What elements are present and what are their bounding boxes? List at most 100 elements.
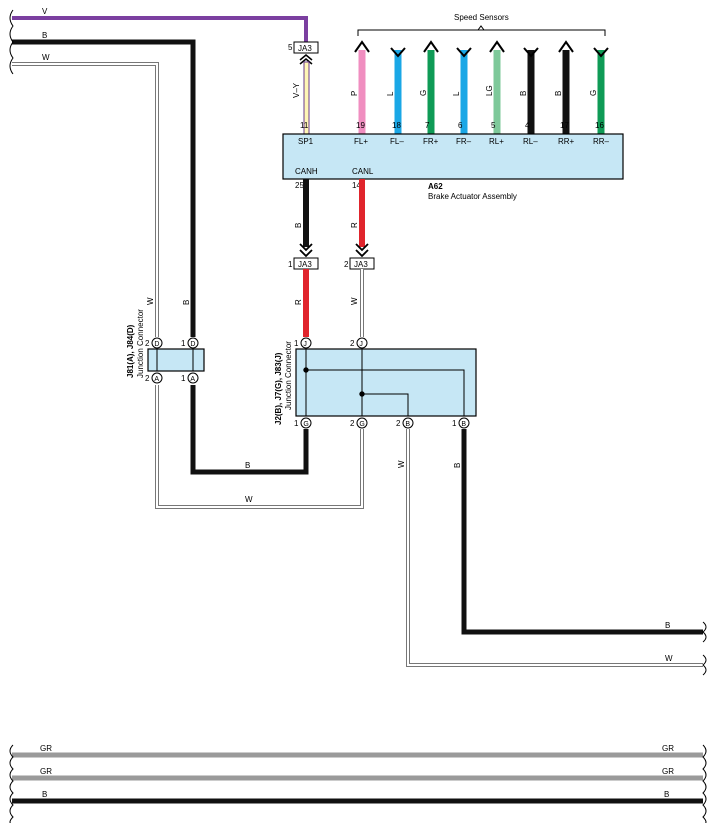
assembly-pin-num-1: 19: [356, 121, 365, 130]
ja3-lower-2-pin: 2: [344, 260, 349, 269]
assembly-pin-num-4: 6: [458, 121, 463, 130]
canh-wire-label: B: [294, 223, 303, 228]
canl-pin-name: CANL: [352, 167, 374, 176]
canh-pin-name: CANH: [295, 167, 318, 176]
j-right-bot-2-ring: [402, 417, 414, 429]
j-left-box: [147, 348, 205, 372]
bus-gr-1-label-right: GR: [662, 744, 674, 753]
sensor-arrow-up-1: [354, 40, 370, 53]
j-right-top-1-ring: [356, 337, 368, 349]
sensor-wire-1: [358, 50, 366, 134]
j-right-bot-3-letter: B: [461, 421, 466, 428]
j-right-internal: [303, 349, 465, 416]
assembly-pin-num-0: 11: [300, 121, 309, 130]
assembly-pins: 11SP119FL+18FL–7FR+6FR–5RL+4RL–17RR+16RR…: [298, 121, 610, 146]
out-wire-b-vlabel: B: [453, 463, 462, 468]
bus-gr-1-label-left: GR: [40, 744, 52, 753]
sensor-wire-6: [527, 50, 535, 134]
break-marks-left: [9, 9, 14, 75]
sensor-wire-label-2: L: [386, 91, 395, 96]
wire-b: [12, 39, 196, 337]
sensor-wire-label-7: B: [554, 91, 563, 96]
j-right-box: [295, 348, 477, 417]
j-right-subtitle: Junction Connector: [284, 341, 293, 410]
j-right-top-0-num: 1: [294, 339, 299, 348]
bus-gr-2-label-left: GR: [40, 767, 52, 776]
sensor-arrow-up-7: [558, 40, 574, 53]
speed-sensors-label: Speed Sensors: [454, 13, 509, 22]
j-right-bot-3-ring: [458, 417, 470, 429]
j-left-bot-0-letter: A: [154, 376, 159, 383]
assembly-pin-num-2: 18: [392, 121, 401, 130]
ja3-top-box: [293, 41, 319, 54]
sensor-chevron-6: [523, 47, 539, 58]
j-left-bot-1-ring: [187, 372, 199, 384]
sensor-wire-8: [597, 50, 605, 134]
j-left-bot-0-num: 2: [145, 374, 150, 383]
canl-wire-label: R: [350, 222, 359, 228]
sensor-wire-label-5: LG: [485, 85, 494, 96]
bus-b-label-right: B: [664, 790, 669, 799]
assembly-pin-name-0: SP1: [298, 137, 314, 146]
j-right-bot-2-letter: B: [405, 421, 410, 428]
j-left-subtitle: Junction Connector: [136, 309, 145, 378]
canl-pin-num: 14: [352, 181, 361, 190]
ja3-r-wire-label: R: [294, 299, 303, 305]
ja3-w-wire-label: W: [350, 297, 359, 305]
assembly-pin-num-5: 5: [491, 121, 496, 130]
assembly-pin-num-3: 7: [425, 121, 430, 130]
assembly-name: Brake Actuator Assembly: [428, 192, 517, 201]
sensor-wire-5: [493, 50, 501, 134]
j-left-bot-1-num: 1: [181, 374, 186, 383]
j-left-w-label: W: [146, 297, 155, 305]
j-left-bot-0-ring: [151, 372, 163, 384]
out-wire-w-label: W: [665, 654, 673, 663]
j-left-title: J81(A), J84(D): [126, 324, 135, 378]
canh-wire: [303, 179, 309, 247]
break-marks-bottom: [9, 744, 707, 823]
sensor-wire-label-4: L: [452, 91, 461, 96]
j-right-top-0-ring: [300, 337, 312, 349]
sensor-chevron-8: [593, 47, 609, 58]
canl-wire: [359, 179, 365, 247]
out-wire-w-vlabel: W: [397, 460, 406, 468]
j-left-top-0-letter: D: [154, 341, 159, 348]
assembly-pin-num-6: 4: [525, 121, 530, 130]
assembly-pin-name-3: FR+: [423, 137, 439, 146]
brake-actuator-box: [282, 133, 624, 180]
assembly-pin-name-1: FL+: [354, 137, 368, 146]
assembly-pin-name-7: RR+: [558, 137, 575, 146]
ja3-lower-1-pin: 1: [288, 260, 293, 269]
sensor-wire-label-1: P: [350, 91, 359, 96]
sensor-chevron-2: [390, 47, 406, 58]
assembly-pin-name-5: RL+: [489, 137, 504, 146]
sensor-wire-label-3: G: [419, 90, 428, 96]
canh-pin-num: 25: [295, 181, 304, 190]
sensor-arrow-up-3: [423, 40, 439, 53]
j-left-top-1-num: 1: [181, 339, 186, 348]
link-wire-b: [190, 385, 309, 475]
assembly-pin-name-2: FL–: [390, 137, 404, 146]
assembly-pin-name-8: RR–: [593, 137, 610, 146]
j-left-top-0-ring: [151, 337, 163, 349]
j-right-bot-3-num: 1: [452, 419, 457, 428]
wire-v-label: V: [42, 7, 48, 16]
wire-v-y-label: V–Y: [292, 82, 301, 98]
assembly-pin-name-6: RL–: [523, 137, 538, 146]
j-right-bot-1-letter: G: [359, 421, 364, 428]
wire-b-label: B: [42, 31, 47, 40]
sensor-wire-7: [562, 50, 570, 134]
bus-gr-2-label-right: GR: [662, 767, 674, 776]
j-right-bot-0-num: 1: [294, 419, 299, 428]
bus-b-label-left: B: [42, 790, 47, 799]
assembly-code: A62: [428, 182, 443, 191]
j-left-bot-1-letter: A: [190, 376, 195, 383]
sensor-wire-2: [394, 50, 402, 134]
j-left-top-1-ring: [187, 337, 199, 349]
sensor-wire-label-8: G: [589, 90, 598, 96]
j-right-bot-0-letter: G: [303, 421, 308, 428]
